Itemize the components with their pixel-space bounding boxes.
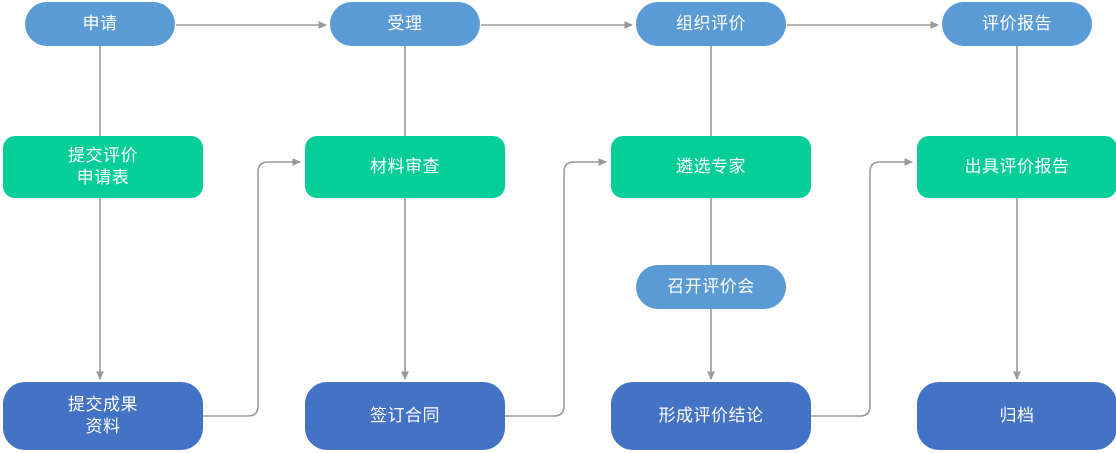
edge-sign-contract-to-select-expert — [505, 158, 608, 417]
task-node-issue-evaluation-report[interactable]: 出具评价报告 — [917, 136, 1116, 198]
stage-node-evaluation-report[interactable]: 评价报告 — [942, 2, 1092, 46]
meeting-node-hold-evaluation-meeting[interactable]: 召开评价会 — [636, 265, 786, 309]
outcome-node-sign-contract[interactable]: 签订合同 — [305, 382, 505, 450]
task-node-material-review[interactable]: 材料审查 — [305, 136, 505, 198]
edge-submit-materials-to-material-check — [203, 158, 302, 417]
edge-form-conclusion-to-issue-report — [811, 158, 914, 417]
outcome-node-archive[interactable]: 归档 — [917, 382, 1116, 450]
outcome-node-form-evaluation-conclusion[interactable]: 形成评价结论 — [611, 382, 811, 450]
outcome-node-submit-achievement-materials[interactable]: 提交成果 资料 — [3, 382, 203, 450]
stage-node-organize-evaluation[interactable]: 组织评价 — [636, 2, 786, 46]
stage-node-accept[interactable]: 受理 — [330, 2, 480, 46]
stage-node-apply[interactable]: 申请 — [25, 2, 175, 46]
task-node-submit-application-form[interactable]: 提交评价 申请表 — [3, 136, 203, 198]
task-node-select-experts[interactable]: 遴选专家 — [611, 136, 811, 198]
